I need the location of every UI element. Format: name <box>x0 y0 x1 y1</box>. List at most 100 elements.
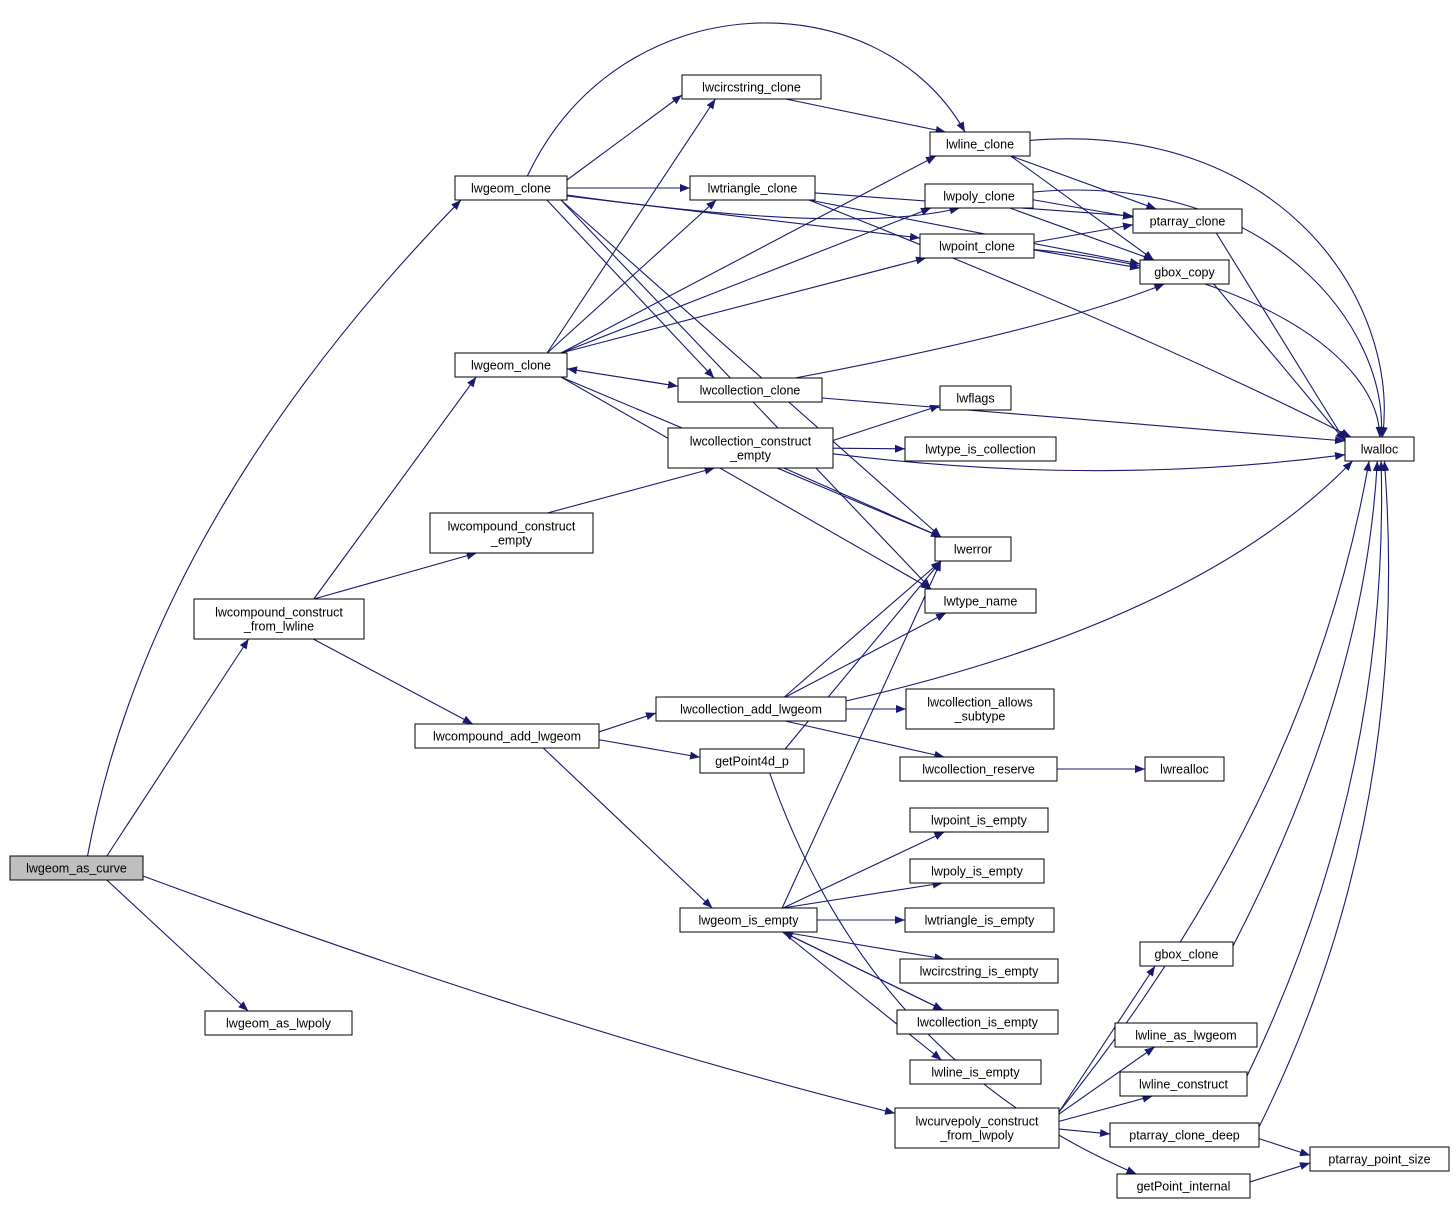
node-box-lwtriangle_clone[interactable] <box>689 175 816 201</box>
node-gbox_clone[interactable]: gbox_clone <box>1139 941 1234 967</box>
edge-lwgeom_clone1-to-lwcollection_clone <box>546 199 715 379</box>
node-lwpoly_is_empty[interactable]: lwpoly_is_empty <box>909 858 1045 884</box>
node-box-lwtype_name[interactable] <box>924 588 1037 614</box>
node-box-lwgeom_clone1[interactable] <box>454 175 568 201</box>
node-lwrealloc[interactable]: lwrealloc <box>1144 756 1225 782</box>
node-lwgeom_clone2[interactable]: lwgeom_clone <box>454 352 568 378</box>
edge-lwgeom_clone2-to-lwline_clone <box>560 155 937 354</box>
edge-gbox_clone-to-lwalloc <box>1232 460 1381 947</box>
node-lwgeom_as_curve[interactable]: lwgeom_as_curve <box>9 855 144 881</box>
node-box-lwcollection_reserve[interactable] <box>899 756 1058 782</box>
node-box-lwcompound_construct_empty[interactable] <box>429 512 594 554</box>
edge-lwcompound_construct_from_lwline-to-lwcompound_add_lwgeom <box>312 638 474 725</box>
node-lwgeom_as_lwpoly[interactable]: lwgeom_as_lwpoly <box>204 1010 353 1036</box>
node-lwline_as_lwgeom[interactable]: lwline_as_lwgeom <box>1114 1022 1258 1048</box>
node-lwflags[interactable]: lwflags <box>939 385 1012 411</box>
node-box-lwcollection_is_empty[interactable] <box>896 1009 1059 1035</box>
node-lwtriangle_clone[interactable]: lwtriangle_clone <box>689 175 816 201</box>
edge-lwcompound_construct_empty-to-lwcollection_construct_empty <box>547 466 715 514</box>
edge-lwcircstring_clone-to-lwline_clone <box>785 98 946 134</box>
node-lwcollection_is_empty[interactable]: lwcollection_is_empty <box>896 1009 1059 1035</box>
node-box-lwtype_is_collection[interactable] <box>904 436 1057 462</box>
node-lwcompound_add_lwgeom[interactable]: lwcompound_add_lwgeom <box>414 723 600 749</box>
node-box-lwline_clone[interactable] <box>929 131 1031 157</box>
node-box-lwcircstring_is_empty[interactable] <box>899 958 1059 984</box>
node-box-ptarray_clone[interactable] <box>1132 208 1243 234</box>
node-ptarray_point_size[interactable]: ptarray_point_size <box>1309 1146 1450 1172</box>
node-ptarray_clone[interactable]: ptarray_clone <box>1132 208 1243 234</box>
node-lwcompound_construct_empty[interactable]: lwcompound_construct_empty <box>429 512 594 554</box>
node-box-getPoint_internal[interactable] <box>1116 1173 1251 1199</box>
node-box-gbox_copy[interactable] <box>1139 259 1230 285</box>
edge-lwcollection_construct_empty-to-lwerror <box>783 467 942 538</box>
edge-ptarray_clone_deep-to-ptarray_point_size <box>1258 1138 1311 1157</box>
node-box-lwtriangle_is_empty[interactable] <box>904 907 1055 933</box>
node-lwtype_is_collection[interactable]: lwtype_is_collection <box>904 436 1057 462</box>
node-box-lwline_is_empty[interactable] <box>909 1059 1042 1085</box>
node-lwpoint_is_empty[interactable]: lwpoint_is_empty <box>909 807 1049 833</box>
node-lwcircstring_clone[interactable]: lwcircstring_clone <box>681 74 822 100</box>
node-lwpoint_clone[interactable]: lwpoint_clone <box>919 233 1035 259</box>
node-box-lwline_as_lwgeom[interactable] <box>1114 1022 1258 1048</box>
node-lwerror[interactable]: lwerror <box>934 536 1012 562</box>
node-lwpoly_clone[interactable]: lwpoly_clone <box>924 183 1034 209</box>
node-box-ptarray_point_size[interactable] <box>1309 1146 1450 1172</box>
node-box-lwpoint_clone[interactable] <box>919 233 1035 259</box>
node-box-gbox_clone[interactable] <box>1139 941 1234 967</box>
node-getPoint_internal[interactable]: getPoint_internal <box>1116 1173 1251 1199</box>
edge-lwline_clone-to-lwalloc <box>1029 138 1388 438</box>
edge-lwgeom_as_curve-to-lwcurvepoly_construct_from_lwpoly <box>142 875 896 1115</box>
node-label-lwline_is_empty: lwline_is_empty <box>931 1066 1020 1080</box>
node-box-lwcompound_add_lwgeom[interactable] <box>414 723 600 749</box>
node-getPoint4d_p[interactable]: getPoint4d_p <box>699 748 805 774</box>
node-box-lwgeom_as_curve[interactable] <box>9 855 144 881</box>
node-box-lwgeom_clone2[interactable] <box>454 352 568 378</box>
node-box-lwpoly_clone[interactable] <box>924 183 1034 209</box>
node-label-lwcollection_clone: lwcollection_clone <box>700 384 801 398</box>
node-box-lwerror[interactable] <box>934 536 1012 562</box>
node-gbox_copy[interactable]: gbox_copy <box>1139 259 1230 285</box>
edge-lwgeom_is_empty-to-lwcircstring_is_empty <box>782 931 945 962</box>
node-lwgeom_is_empty[interactable]: lwgeom_is_empty <box>679 907 818 933</box>
edge-gbox_copy-to-lwalloc <box>1213 283 1346 442</box>
node-box-ptarray_clone_deep[interactable] <box>1109 1122 1260 1148</box>
node-box-lwgeom_is_empty[interactable] <box>679 907 818 933</box>
node-lwcompound_construct_from_lwline[interactable]: lwcompound_construct_from_lwline <box>193 598 365 640</box>
node-lwcollection_clone[interactable]: lwcollection_clone <box>677 377 823 403</box>
node-box-lwalloc[interactable] <box>1344 436 1415 462</box>
node-lwcollection_construct_empty[interactable]: lwcollection_construct_empty <box>667 427 834 469</box>
node-label-getPoint4d_p: getPoint4d_p <box>715 755 789 769</box>
node-box-lwcollection_allows_subtype[interactable] <box>905 688 1055 730</box>
node-box-lwpoint_is_empty[interactable] <box>909 807 1049 833</box>
node-lwgeom_clone1[interactable]: lwgeom_clone <box>454 175 568 201</box>
node-box-lwpoly_is_empty[interactable] <box>909 858 1045 884</box>
node-box-lwcurvepoly_construct_from_lwpoly[interactable] <box>894 1107 1060 1149</box>
node-lwalloc[interactable]: lwalloc <box>1344 436 1415 462</box>
node-box-lwflags[interactable] <box>939 385 1012 411</box>
node-lwcollection_add_lwgeom[interactable]: lwcollection_add_lwgeom <box>655 696 847 722</box>
node-label-gbox_copy: gbox_copy <box>1154 266 1215 280</box>
node-box-getPoint4d_p[interactable] <box>699 748 805 774</box>
node-lwtype_name[interactable]: lwtype_name <box>924 588 1037 614</box>
node-lwcollection_reserve[interactable]: lwcollection_reserve <box>899 756 1058 782</box>
node-box-lwrealloc[interactable] <box>1144 756 1225 782</box>
node-label-lwgeom_clone2: lwgeom_clone <box>471 359 551 373</box>
node-box-lwcompound_construct_from_lwline[interactable] <box>193 598 365 640</box>
node-box-lwcircstring_clone[interactable] <box>681 74 822 100</box>
node-lwtriangle_is_empty[interactable]: lwtriangle_is_empty <box>904 907 1055 933</box>
node-lwcollection_allows_subtype[interactable]: lwcollection_allows_subtype <box>905 688 1055 730</box>
node-lwcircstring_is_empty[interactable]: lwcircstring_is_empty <box>899 958 1059 984</box>
node-lwcurvepoly_construct_from_lwpoly[interactable]: lwcurvepoly_construct_from_lwpoly <box>894 1107 1060 1149</box>
node-label-lwrealloc: lwrealloc <box>1160 763 1209 777</box>
node-box-lwcollection_clone[interactable] <box>677 377 823 403</box>
node-lwline_clone[interactable]: lwline_clone <box>929 131 1031 157</box>
node-lwline_is_empty[interactable]: lwline_is_empty <box>909 1059 1042 1085</box>
edge-lwgeom_clone2-to-lwpoly_clone <box>560 207 932 354</box>
node-lwline_construct[interactable]: lwline_construct <box>1119 1071 1248 1097</box>
node-ptarray_clone_deep[interactable]: ptarray_clone_deep <box>1109 1122 1260 1148</box>
node-box-lwgeom_as_lwpoly[interactable] <box>204 1010 353 1036</box>
node-box-lwline_construct[interactable] <box>1119 1071 1248 1097</box>
node-box-lwcollection_add_lwgeom[interactable] <box>655 696 847 722</box>
node-box-lwcollection_construct_empty[interactable] <box>667 427 834 469</box>
